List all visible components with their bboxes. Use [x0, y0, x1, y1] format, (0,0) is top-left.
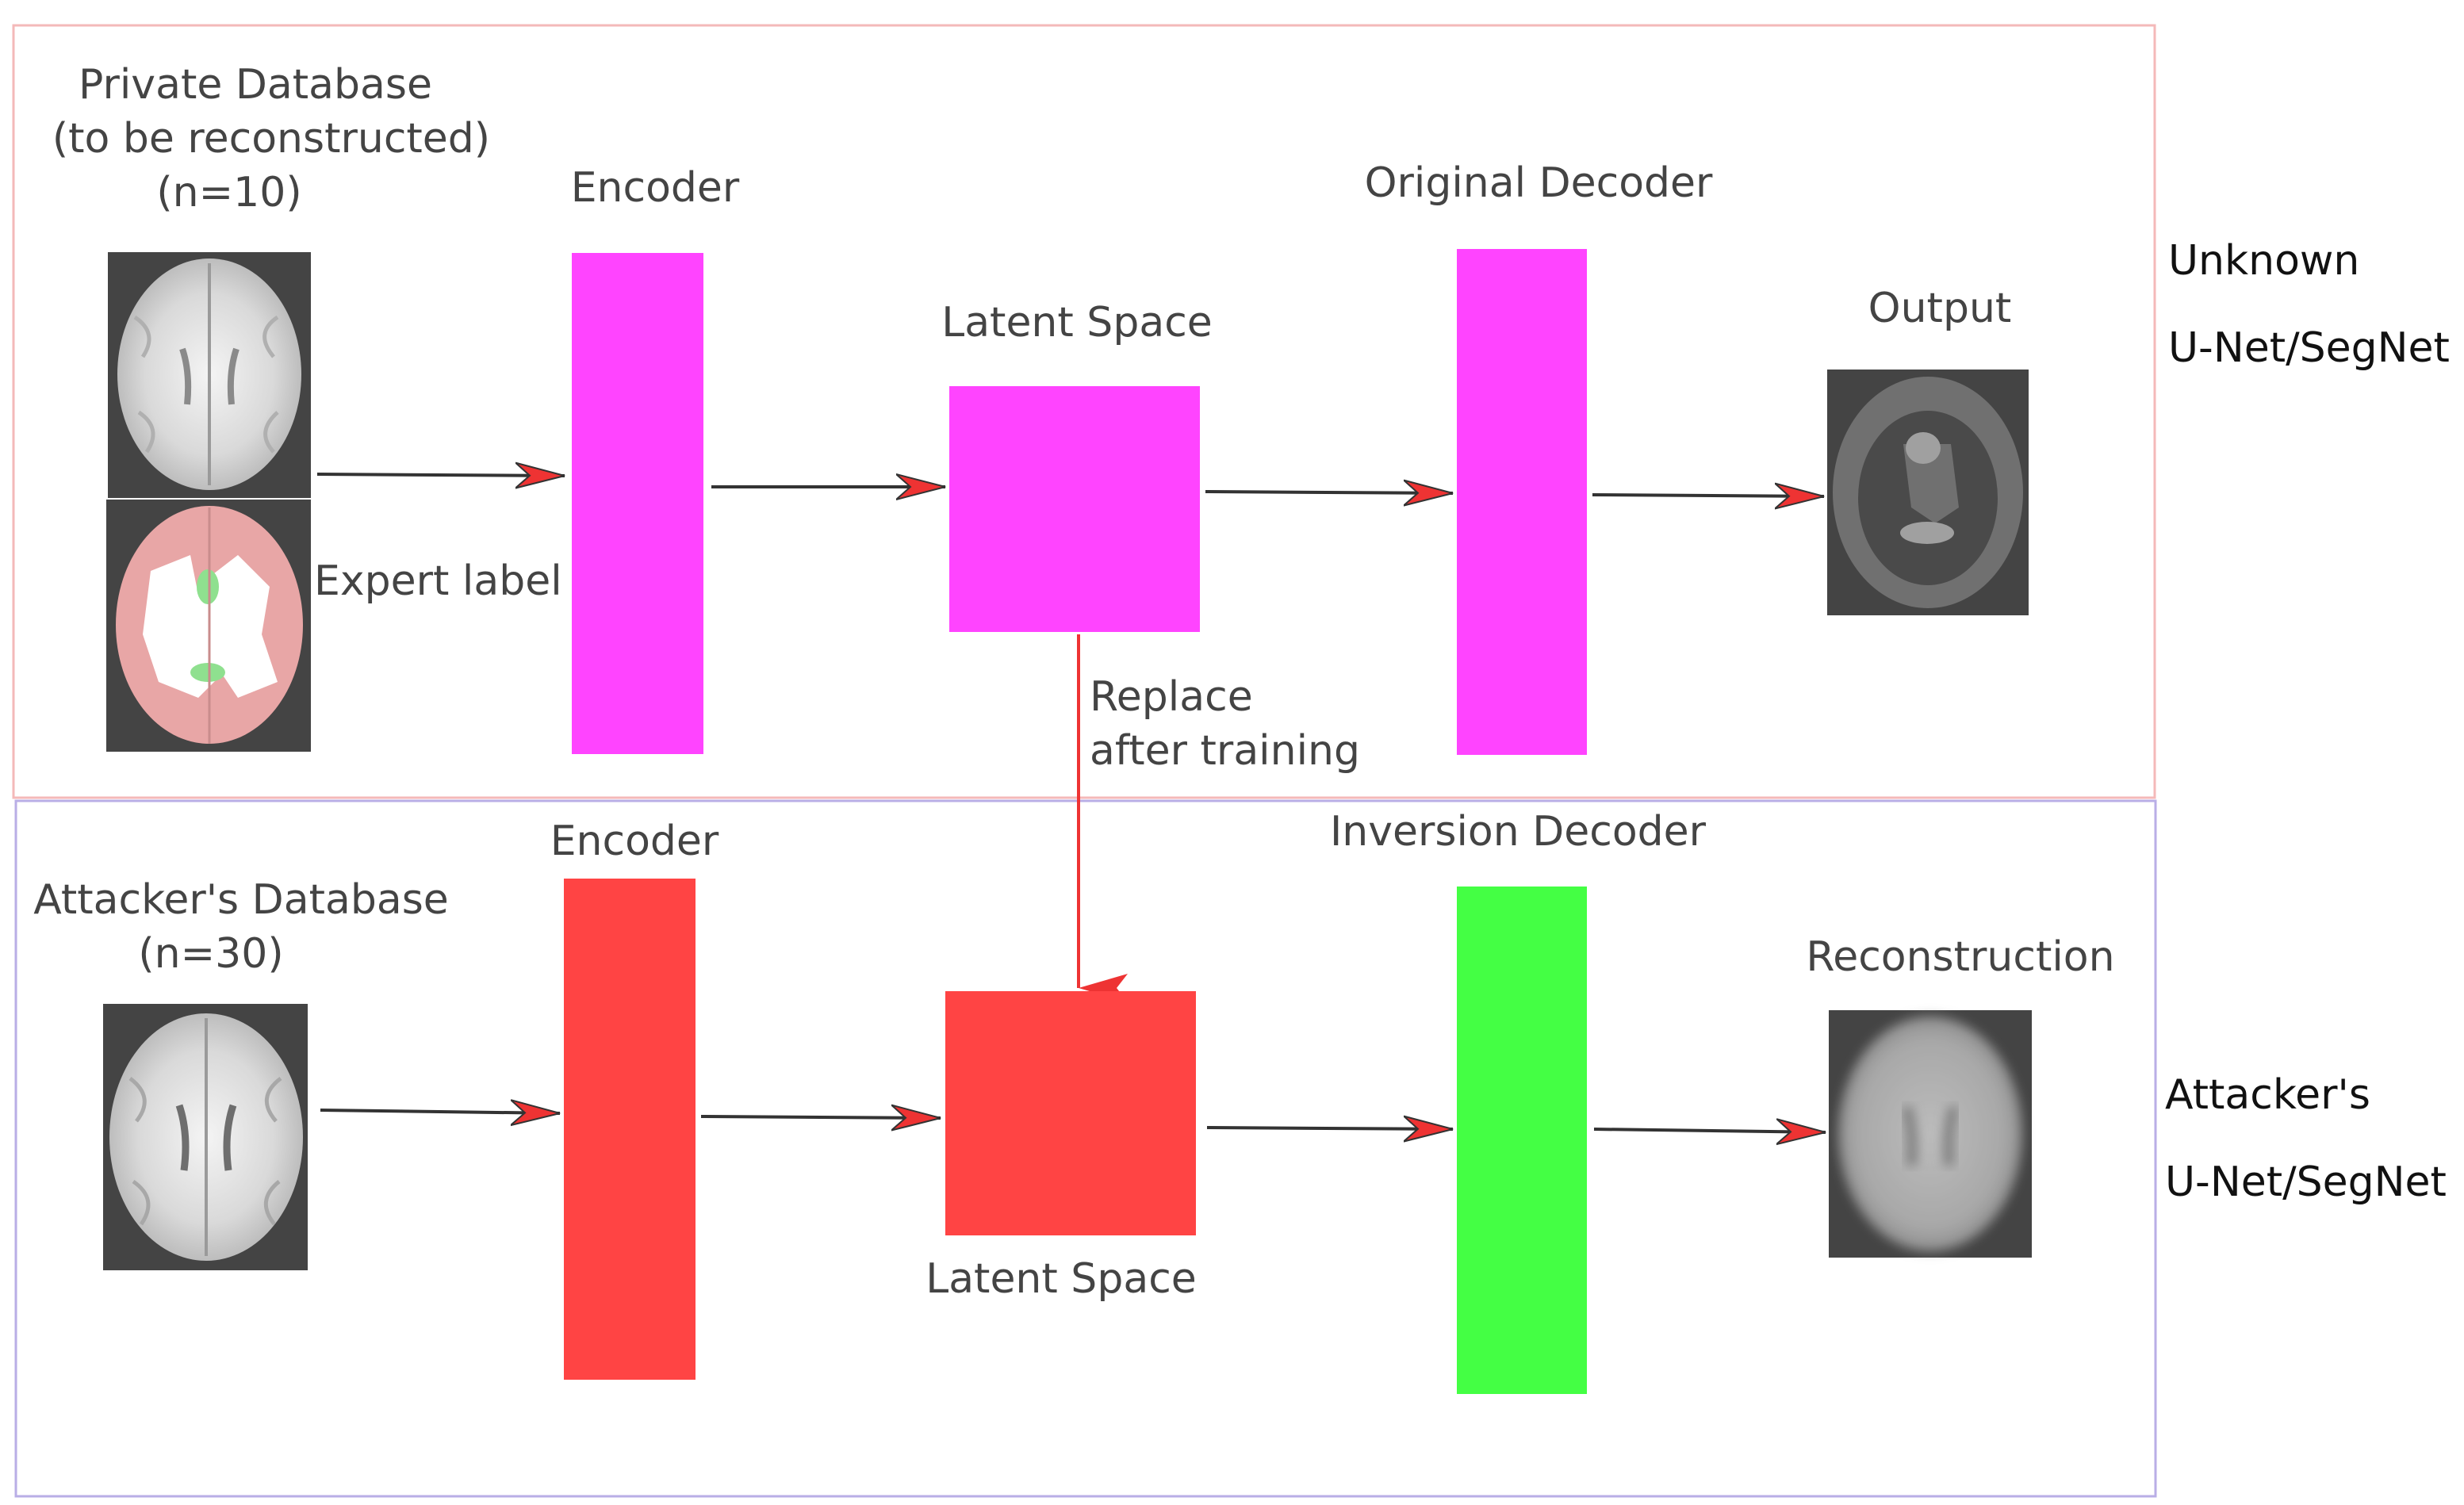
arrow-latent-to-decoder-bottom: [1206, 1128, 1453, 1129]
unknown-model-label-line2: U-Net/SegNet: [2168, 324, 2450, 372]
arrow-latent-to-decoder-top: [1205, 492, 1453, 493]
top-section-frame: [12, 24, 2156, 799]
replace-note-line1: Replace: [1090, 673, 1253, 721]
original-decoder-block: [1457, 249, 1587, 755]
bottom-encoder-block: [564, 879, 696, 1380]
output-label: Output: [1868, 285, 2012, 332]
top-latent-space-block: [949, 386, 1200, 632]
attacker-mri-image: [103, 1004, 308, 1270]
attackers-model-label-line1: Attacker's: [2165, 1071, 2370, 1119]
top-encoder-block: [572, 253, 703, 754]
bottom-latent-space-block: [945, 991, 1196, 1235]
bottom-encoder-label: Encoder: [550, 818, 719, 865]
replace-note-line2: after training: [1090, 727, 1360, 775]
bottom-section-frame: [14, 799, 2157, 1498]
expert-label-text: Expert label: [314, 557, 562, 605]
unknown-model-label-line1: Unknown: [2168, 237, 2359, 285]
private-database-label-line2: (to be reconstructed): [52, 115, 490, 163]
reconstruction-image: [1829, 1010, 2032, 1258]
private-database-label-line1: Private Database: [79, 61, 432, 109]
arrow-input-to-encoder-top: [316, 474, 565, 476]
attackers-database-label-line1: Attacker's Database: [33, 876, 449, 924]
inversion-decoder-block: [1457, 887, 1587, 1394]
expert-label-image: [106, 500, 311, 752]
bottom-latent-space-label: Latent Space: [925, 1255, 1197, 1303]
arrow-input-to-encoder-bottom: [320, 1110, 560, 1113]
reconstruction-label: Reconstruction: [1806, 933, 2114, 981]
arrow-decoder-to-output-top: [1592, 495, 1824, 496]
arrow-decoder-to-reconstruction-bottom: [1593, 1129, 1826, 1132]
original-decoder-label: Original Decoder: [1365, 159, 1713, 207]
arrow-encoder-to-latent-bottom: [700, 1116, 941, 1118]
mri-brain-image: [108, 252, 311, 498]
top-latent-space-label: Latent Space: [941, 299, 1213, 347]
inversion-decoder-label: Inversion Decoder: [1330, 808, 1707, 856]
attackers-database-label-line2: (n=30): [138, 930, 283, 978]
top-encoder-label: Encoder: [571, 164, 740, 212]
output-segmentation-image: [1827, 370, 2029, 615]
private-database-label-line3: (n=10): [156, 169, 301, 216]
attackers-model-label-line2: U-Net/SegNet: [2165, 1158, 2447, 1206]
